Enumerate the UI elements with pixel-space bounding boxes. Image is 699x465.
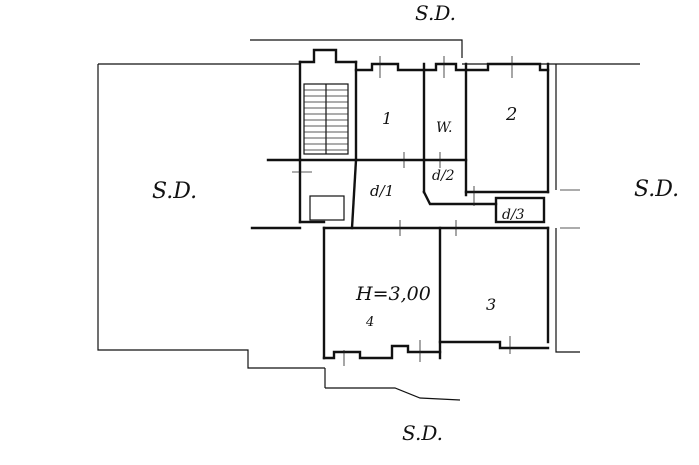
ceiling-height-label: H=3,00	[355, 283, 431, 305]
hall-3-label: d/3	[502, 207, 525, 223]
adjacent-bottom-label: S.D.	[402, 421, 443, 445]
staircase	[303, 83, 349, 155]
hall-2-label: d/2	[432, 168, 455, 184]
room-wc-label: W.	[436, 120, 452, 136]
room-4-label: 4	[365, 315, 374, 330]
room-1-label: 1	[382, 109, 392, 128]
walls	[250, 48, 550, 360]
room-2-label: 2	[505, 104, 517, 125]
adjacent-right-label: S.D.	[634, 177, 679, 202]
adjacent-top-label: S.D.	[415, 1, 456, 25]
room-3-label: 3	[486, 295, 496, 314]
wall-marks	[292, 56, 513, 366]
hall-1-label: d/1	[370, 182, 394, 200]
adjacent-left-label: S.D.	[152, 179, 197, 204]
